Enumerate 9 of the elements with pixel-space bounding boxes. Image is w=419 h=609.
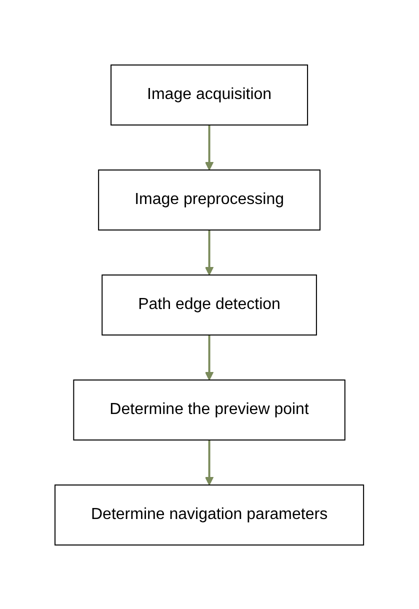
node-box: Path edge detection — [102, 274, 318, 335]
node-box: Image acquisition — [110, 64, 308, 125]
node-box: Determine navigation parameters — [54, 484, 364, 545]
arrow — [205, 230, 214, 275]
node-box: Determine the preview point — [73, 379, 346, 440]
arrow — [205, 334, 214, 380]
node-box: Image preprocessing — [98, 169, 321, 230]
arrow — [205, 124, 214, 170]
arrow — [205, 440, 214, 485]
